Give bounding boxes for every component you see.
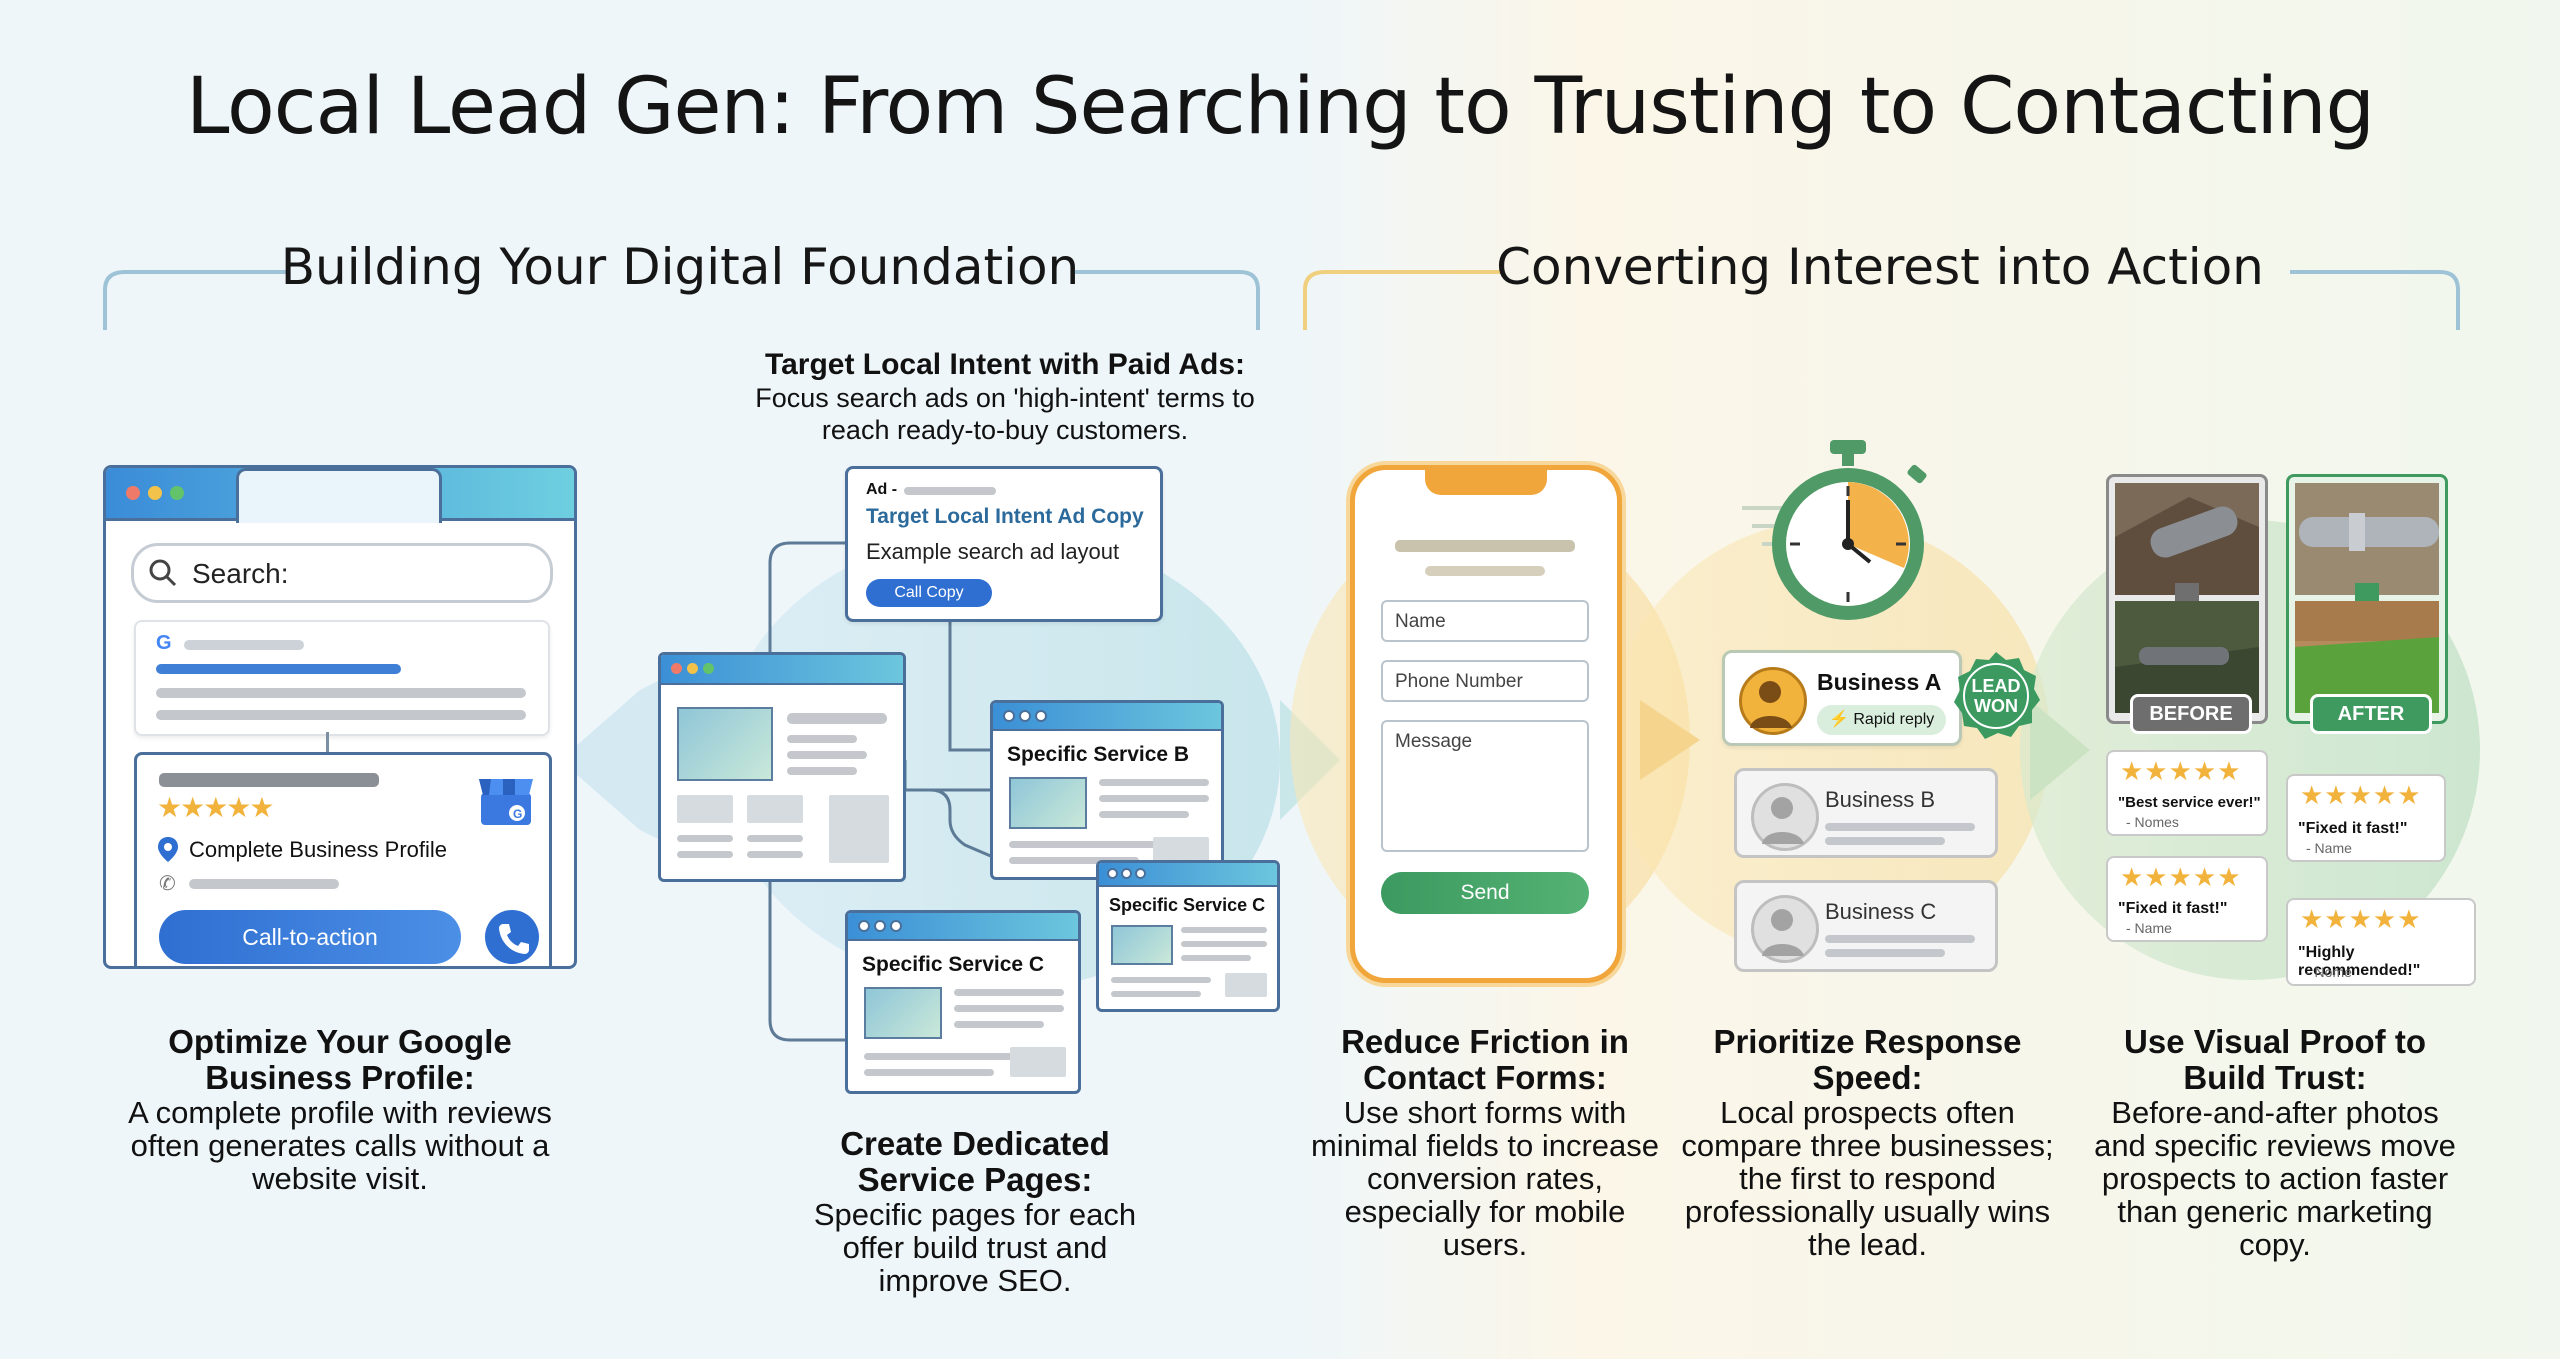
business-c-avatar xyxy=(1751,895,1819,963)
search-result-card[interactable]: G xyxy=(134,620,550,736)
name-field[interactable]: Name xyxy=(1381,600,1589,642)
search-input[interactable]: Search: xyxy=(131,543,553,603)
review-3-quote: "Fixed it fast!" xyxy=(2118,900,2228,917)
business-b-label: Business B xyxy=(1825,787,1936,812)
business-b-card[interactable]: Business B xyxy=(1734,768,1998,858)
gbp-browser-window: Search: G ★★★★★ G Complete Business Prof… xyxy=(103,465,577,969)
review-4-quote: "Highly recommended!" xyxy=(2298,944,2421,979)
form-caption-title: Reduce Friction in Contact Forms: xyxy=(1341,1023,1629,1096)
review-2-name: - Name xyxy=(2306,840,2352,856)
search-label: Search: xyxy=(192,558,289,589)
service-pages-caption-body: Specific pages for each offer build trus… xyxy=(813,1197,1137,1298)
business-a-label: Business A xyxy=(1817,669,1942,695)
service-page-c-title: Specific Service C xyxy=(862,953,1045,976)
service-page-b-window[interactable]: Specific Service B xyxy=(990,700,1224,880)
form-caption: Reduce Friction in Contact Forms: Use sh… xyxy=(1305,1023,1665,1262)
phone-number-field[interactable]: Phone Number xyxy=(1381,660,1589,702)
location-pin-icon xyxy=(158,837,178,862)
business-b-avatar xyxy=(1751,783,1819,851)
after-photo-frame xyxy=(2286,474,2448,724)
send-button[interactable]: Send xyxy=(1381,872,1589,914)
gbp-caption-body: A complete profile with reviews often ge… xyxy=(128,1095,552,1196)
browser-tab[interactable] xyxy=(236,468,442,523)
phone-call-button[interactable] xyxy=(485,910,539,964)
ads-caption: Target Local Intent with Paid Ads: Focus… xyxy=(740,348,1270,446)
search-icon xyxy=(149,559,177,587)
review-card-4: ★★★★★ "Highly recommended!" - Nome xyxy=(2286,898,2476,986)
business-a-card[interactable]: Business A ⚡ Rapid reply xyxy=(1722,650,1962,746)
gbp-caption: Optimize Your Google Business Profile: A… xyxy=(120,1023,560,1196)
gbp-caption-title: Optimize Your Google Business Profile: xyxy=(168,1023,512,1096)
before-photo xyxy=(2115,483,2259,713)
review-1-name: - Nomes xyxy=(2126,814,2179,830)
homepage-window[interactable] xyxy=(658,652,906,882)
rapid-reply-label: Rapid reply xyxy=(1853,711,1935,728)
service-pages-caption: Create Dedicated Service Pages: Specific… xyxy=(790,1125,1160,1298)
after-photo xyxy=(2295,483,2439,713)
section-title-foundation: Building Your Digital Foundation xyxy=(280,238,1080,296)
review-card-3: ★★★★★ "Fixed it fast!" - Name xyxy=(2106,856,2268,942)
stopwatch-icon xyxy=(1742,440,1927,620)
review-1-quote: "Best service ever!" xyxy=(2118,794,2261,811)
page-title: Local Lead Gen: From Searching to Trusti… xyxy=(185,62,2375,152)
phone-icon xyxy=(499,924,529,954)
business-a-avatar xyxy=(1739,667,1807,735)
review-card-2: ★★★★★ "Fixed it fast!" - Name xyxy=(2286,774,2446,862)
section-title-conversion: Converting Interest into Action xyxy=(1496,238,2264,296)
ad-tag: Ad - xyxy=(866,481,898,498)
review-4-name: - Nome xyxy=(2306,964,2352,980)
review-1-stars: ★★★★★ xyxy=(2120,756,2242,786)
lead-won-badge xyxy=(1954,652,2040,739)
service-page-c-window[interactable]: Specific Service C xyxy=(845,910,1081,1094)
review-card-1: ★★★★★ "Best service ever!" - Nomes xyxy=(2106,750,2268,836)
rapid-reply-badge: ⚡ Rapid reply xyxy=(1817,705,1947,735)
call-to-action-button[interactable]: Call-to-action xyxy=(159,910,461,964)
service-pages-caption-title: Create Dedicated Service Pages: xyxy=(840,1125,1110,1198)
ad-headline[interactable]: Target Local Intent Ad Copy xyxy=(866,505,1144,528)
speed-caption-title: Prioritize Response Speed: xyxy=(1713,1023,2022,1096)
profile-label: Complete Business Profile xyxy=(189,837,448,862)
review-4-stars: ★★★★★ xyxy=(2300,904,2422,934)
proof-caption: Use Visual Proof to Build Trust: Before-… xyxy=(2090,1023,2460,1262)
service-page-c-small-window[interactable]: Specific Service C xyxy=(1096,860,1280,1012)
proof-caption-title: Use Visual Proof to Build Trust: xyxy=(2124,1023,2426,1096)
review-3-name: - Name xyxy=(2126,920,2172,936)
search-ad-card[interactable]: Ad - Target Local Intent Ad Copy Example… xyxy=(845,466,1163,622)
ad-call-button[interactable]: Call Copy xyxy=(866,579,992,607)
speed-caption: Prioritize Response Speed: Local prospec… xyxy=(1680,1023,2055,1262)
before-photo-frame xyxy=(2106,474,2268,724)
ads-caption-body: Focus search ads on 'high-intent' terms … xyxy=(755,383,1255,445)
phone-small-icon: ✆ xyxy=(159,873,176,895)
before-label: BEFORE xyxy=(2130,694,2252,734)
lead-won-label: LEAD WON xyxy=(1971,676,2021,716)
business-c-label: Business C xyxy=(1825,899,1937,924)
review-2-quote: "Fixed it fast!" xyxy=(2298,820,2408,837)
rating-stars: ★★★★★ xyxy=(157,792,275,823)
window-close-dot[interactable] xyxy=(126,486,140,500)
service-page-c-small-title: Specific Service C xyxy=(1109,895,1266,915)
ads-caption-title: Target Local Intent with Paid Ads: xyxy=(764,348,1246,381)
speed-caption-body: Local prospects often compare three busi… xyxy=(1681,1095,2054,1262)
review-2-stars: ★★★★★ xyxy=(2300,780,2422,810)
phone-notch xyxy=(1425,465,1547,495)
google-business-store-icon: G xyxy=(479,779,533,825)
ad-description: Example search ad layout xyxy=(866,539,1120,564)
svg-text:G: G xyxy=(513,807,522,821)
service-page-b-title: Specific Service B xyxy=(1007,743,1190,766)
proof-caption-body: Before-and-after photos and specific rev… xyxy=(2094,1095,2456,1262)
after-label: AFTER xyxy=(2310,694,2432,734)
business-profile-card[interactable]: ★★★★★ G Complete Business Profile ✆ Call… xyxy=(134,752,552,966)
lightning-icon: ⚡ xyxy=(1829,711,1849,728)
message-field[interactable]: Message xyxy=(1381,720,1589,852)
google-g-icon: G xyxy=(156,632,172,654)
window-maximize-dot[interactable] xyxy=(170,486,184,500)
form-caption-body: Use short forms with minimal fields to i… xyxy=(1310,1095,1660,1262)
business-c-card[interactable]: Business C xyxy=(1734,880,1998,972)
review-3-stars: ★★★★★ xyxy=(2120,862,2242,892)
window-minimize-dot[interactable] xyxy=(148,486,162,500)
